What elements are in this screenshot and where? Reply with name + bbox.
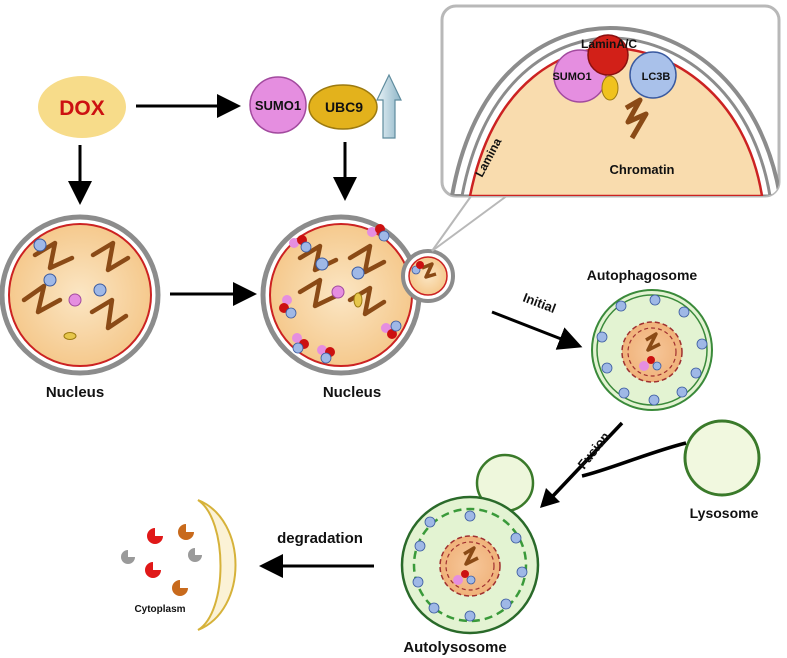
- sumo1-ubc9-complex: SUMO1 UBC9: [249, 76, 378, 134]
- dox-label: DOX: [59, 97, 105, 120]
- lamina-complex: [279, 224, 402, 364]
- blue-dot: [43, 273, 57, 287]
- cytoplasm-label: Cytoplasm: [134, 604, 185, 615]
- ubc9-label: UBC9: [325, 99, 363, 115]
- nucleus-middle: [260, 214, 455, 376]
- chromatin-label: Chromatin: [610, 162, 675, 177]
- nucleus-left: [0, 214, 161, 376]
- fusion-arrows: [540, 421, 687, 508]
- arrow-initial: [491, 310, 583, 350]
- inset-sumo1-label: SUMO1: [552, 71, 591, 83]
- cytoplasm: Cytoplasm: [121, 499, 237, 631]
- callout-line: [431, 194, 509, 252]
- nucleus-left-label: Nucleus: [46, 384, 104, 401]
- degraded-fragments: [121, 524, 202, 596]
- autophagosome: [591, 289, 713, 411]
- callout-line: [431, 191, 475, 252]
- lamin-ac-label: LaminA/C: [581, 37, 637, 51]
- fusion-label: Fusion: [575, 429, 613, 472]
- pink-dot: [68, 293, 82, 307]
- sumo1-label: SUMO1: [255, 98, 301, 113]
- initial-label: Initial: [521, 290, 558, 316]
- blue-dot: [93, 283, 107, 297]
- autophagosome-label: Autophagosome: [587, 267, 698, 283]
- nucleus-middle-label: Nucleus: [323, 384, 381, 401]
- autolysosome-label: Autolysosome: [403, 639, 506, 656]
- blue-dot: [33, 238, 47, 252]
- dox-node: DOX: [38, 76, 126, 138]
- lysosome: [683, 419, 761, 497]
- up-arrow-icon: [376, 73, 402, 139]
- lamina-inset: LaminA/C SUMO1 LC3B Lamina Chromatin: [440, 4, 781, 198]
- yellow-dot: [63, 332, 77, 340]
- autolysosome: [400, 453, 540, 635]
- degradation-label: degradation: [277, 530, 363, 547]
- lc3b-label: LC3B: [642, 71, 671, 83]
- chromatin-icon: [624, 97, 649, 140]
- lysosome-label: Lysosome: [690, 505, 759, 521]
